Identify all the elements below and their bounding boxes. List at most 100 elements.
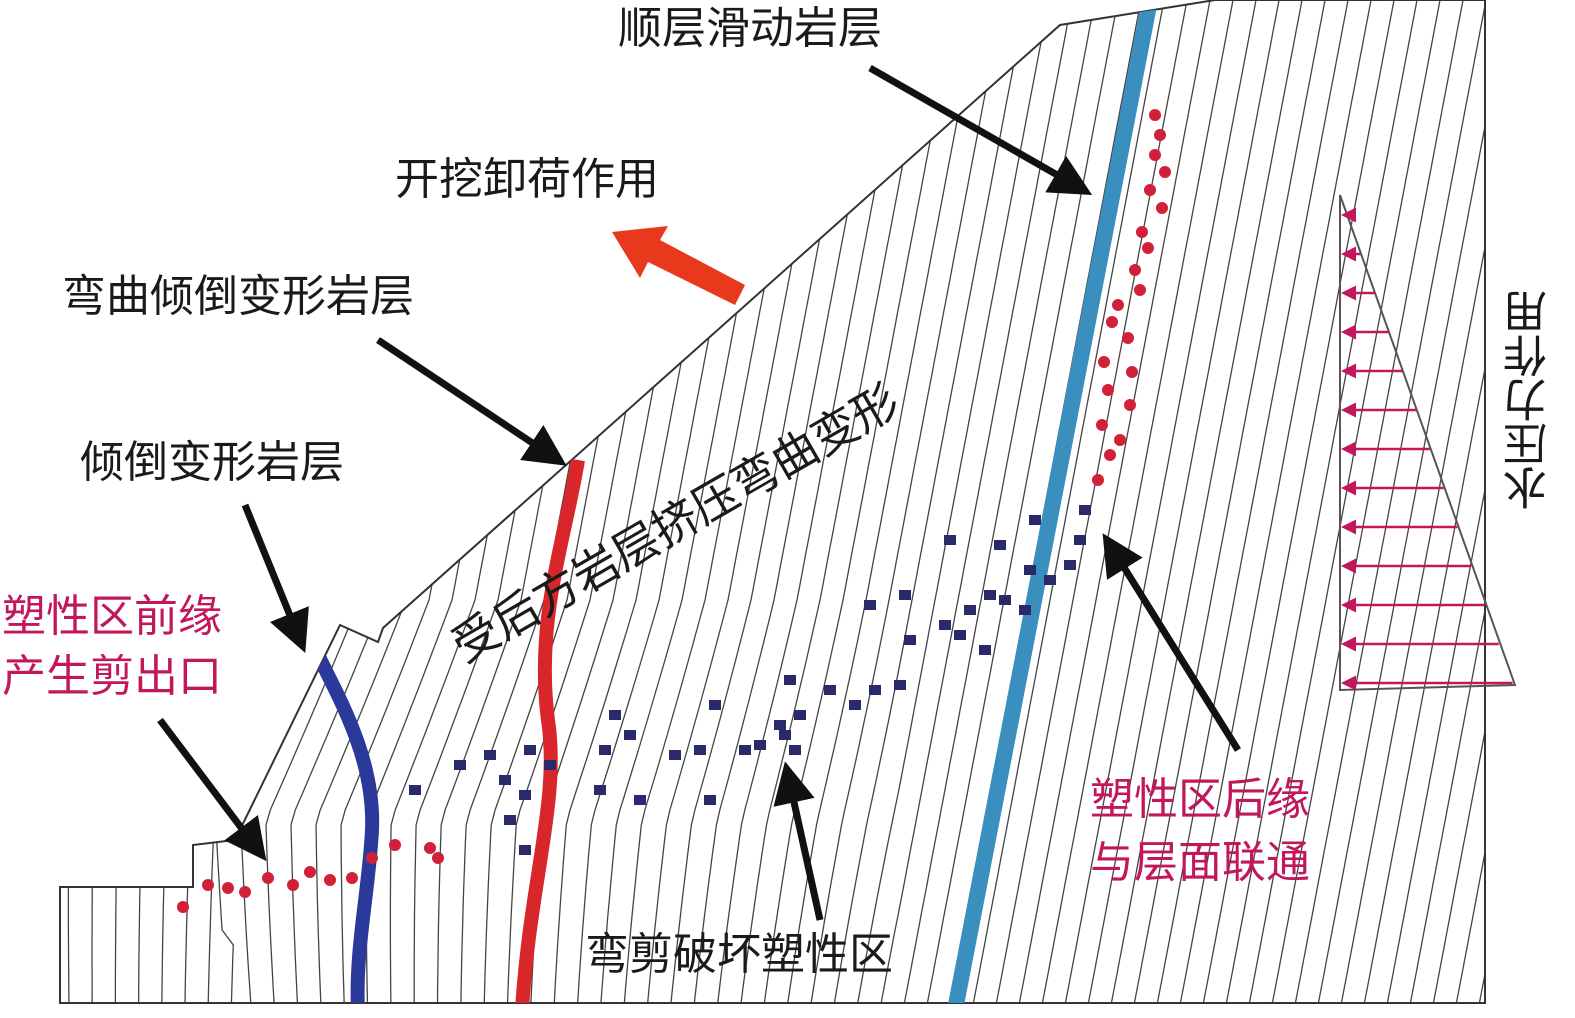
- stratum-line: [413, 0, 613, 1003]
- plastic-square: [1029, 515, 1041, 525]
- plastic-square: [774, 720, 786, 730]
- arrow-slide-layer: [868, 64, 1093, 195]
- stratum-line: [137, 0, 337, 1003]
- stratum-line: [215, 0, 429, 1003]
- stratum-line: [240, 0, 452, 1003]
- plastic-square: [519, 845, 531, 855]
- plastic-square: [849, 700, 861, 710]
- plastic-square: [634, 795, 646, 805]
- plastic-square: [1024, 565, 1036, 575]
- label-plastic-rear-2: 与层面联通: [1090, 837, 1310, 888]
- plastic-square: [524, 745, 536, 755]
- stratum-line: [1294, 0, 1485, 1003]
- plastic-square: [624, 730, 636, 740]
- plastic-point: [432, 852, 444, 864]
- plastic-point: [1156, 202, 1168, 214]
- excavation-unloading-arrow: [612, 226, 745, 305]
- stratum-line: [1409, 0, 1485, 1003]
- plastic-point: [1144, 184, 1156, 196]
- stratum-line: [1110, 0, 1303, 1003]
- plastic-square: [484, 750, 496, 760]
- label-plastic-front-2: 产生剪出口: [2, 651, 222, 702]
- water-pressure-diagram: [1339, 194, 1517, 692]
- plastic-point: [287, 879, 299, 891]
- plastic-point: [1092, 474, 1104, 486]
- plastic-square: [1074, 535, 1086, 545]
- plastic-square: [994, 540, 1006, 550]
- plastic-point: [239, 886, 251, 898]
- stratum-line: [1133, 0, 1326, 1003]
- plastic-square: [1044, 575, 1056, 585]
- stratum-line: [60, 0, 61, 1003]
- plastic-point: [177, 901, 189, 913]
- stratum-line: [1041, 0, 1234, 1003]
- bending-toppling-layer: [515, 458, 585, 1003]
- stratum-line: [1179, 0, 1372, 1003]
- plastic-square: [504, 815, 516, 825]
- plastic-point: [202, 879, 214, 891]
- plastic-point: [1114, 434, 1126, 446]
- plastic-square: [544, 760, 556, 770]
- plastic-square: [1079, 505, 1091, 515]
- stratum-line: [1340, 0, 1485, 1003]
- plastic-square: [1064, 560, 1076, 570]
- stratum-line: [995, 0, 1188, 1003]
- stratum-line: [1386, 0, 1485, 1003]
- stratum-line: [1064, 0, 1257, 1003]
- plastic-square: [599, 745, 611, 755]
- stratum-line: [60, 0, 199, 1003]
- plastic-point: [1104, 449, 1116, 461]
- bedding-slide-layer: [947, 0, 1158, 1003]
- stratum-line: [1317, 0, 1485, 1003]
- plastic-point: [1126, 366, 1138, 378]
- plastic-square: [409, 785, 421, 795]
- arrow-bending-layer: [376, 337, 567, 466]
- plastic-point: [1134, 284, 1146, 296]
- label-bedding-slide-layer: 顺层滑动岩层: [618, 3, 882, 54]
- plastic-point: [1098, 356, 1110, 368]
- stratum-line: [833, 0, 1027, 1003]
- plastic-point: [1154, 129, 1166, 141]
- stratum-line: [161, 0, 360, 1003]
- stratum-line: [60, 0, 222, 1003]
- plastic-point: [366, 852, 378, 864]
- stratum-line: [1225, 0, 1418, 1003]
- stratum-line: [91, 0, 291, 1003]
- plastic-point: [324, 874, 336, 886]
- stratum-line: [1432, 0, 1485, 1003]
- plastic-square: [694, 745, 706, 755]
- plastic-point: [1112, 299, 1124, 311]
- plastic-square: [984, 590, 996, 600]
- plastic-square: [964, 605, 976, 615]
- label-plastic-rear-1: 塑性区后缘: [1090, 774, 1310, 825]
- plastic-square: [899, 590, 911, 600]
- plastic-square: [779, 730, 791, 740]
- plastic-square: [904, 635, 916, 645]
- stratum-line: [60, 0, 84, 1003]
- plastic-point: [1106, 316, 1118, 328]
- stratum-line: [763, 0, 958, 1003]
- plastic-square: [954, 630, 966, 640]
- plastic-square: [999, 595, 1011, 605]
- label-bend-shear-zone: 弯剪破坏塑性区: [585, 929, 893, 980]
- stratum-line: [60, 0, 107, 1003]
- plastic-point: [389, 839, 401, 851]
- arrow-plastic-front: [157, 717, 267, 862]
- stratum-line: [60, 0, 130, 1003]
- plastic-square: [499, 775, 511, 785]
- stratum-line: [810, 0, 1004, 1003]
- toppling-layer: [311, 651, 380, 1003]
- arrow-toppling-layer: [241, 503, 309, 653]
- plastic-point: [1149, 149, 1161, 161]
- stratum-line: [460, 0, 659, 1003]
- arrow-bend-shear: [773, 761, 824, 921]
- label-water-pressure: 水压力作用: [1504, 290, 1555, 510]
- plastic-square: [519, 790, 531, 800]
- slope-outline: [59, 0, 1486, 1004]
- plastic-square: [709, 700, 721, 710]
- plastic-square: [739, 745, 751, 755]
- stratum-line: [972, 0, 1165, 1003]
